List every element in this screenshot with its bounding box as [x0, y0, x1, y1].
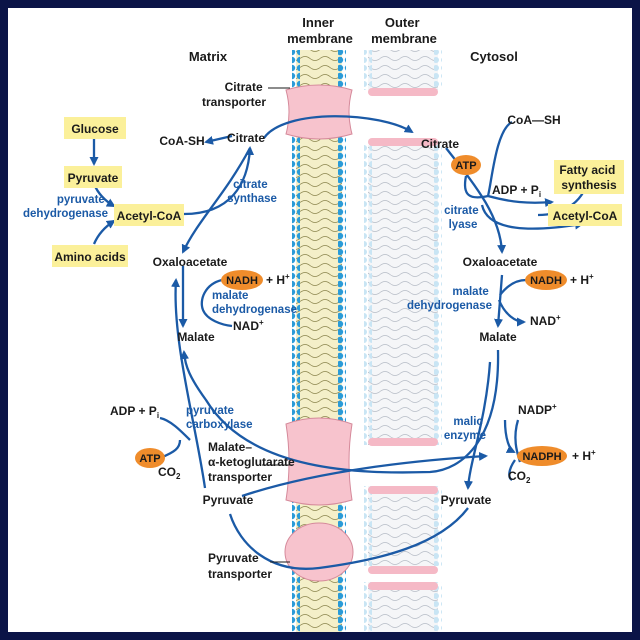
amino-acids-label: Amino acids: [54, 250, 126, 264]
nad-plus-cytosol-label: NAD+: [530, 313, 561, 328]
pyruvate-cytosol-label: Pyruvate: [441, 493, 492, 507]
adp-pi-matrix-label: ADP + Pi: [110, 404, 159, 420]
malic-enzyme-label: malic enzyme: [444, 416, 486, 442]
fatty-acid-synthesis-label: Fatty acid synthesis: [559, 163, 618, 192]
pyruvate-transporter-label: Pyruvate transporter: [208, 551, 272, 581]
acetyl-coa-matrix-box: [114, 204, 184, 226]
h-plus-nadph-label: + H+: [572, 448, 596, 463]
malate-dehydrogenase-matrix-label: malate dehydrogenase: [212, 290, 297, 316]
outer-membrane: [364, 50, 442, 632]
nadh-cytosol-label: NADH: [530, 275, 562, 287]
oxaloacetate-matrix-label: Oxaloacetate: [153, 255, 228, 269]
atp-cytosol-badge: [451, 155, 481, 175]
pyruvate-transporter-protein: [284, 522, 354, 582]
acetyl-coa-cytosol-label: Acetyl-CoA: [553, 209, 618, 223]
h-plus-cytosol-label: + H+: [570, 272, 594, 287]
oxaloacetate-cytosol-label: Oxaloacetate: [463, 255, 538, 269]
adp-pi-cytosol-label: ADP + Pi: [492, 183, 541, 199]
nadp-plus-label: NADP+: [518, 402, 557, 417]
acetyl-coa-matrix-label: Acetyl-CoA: [117, 209, 182, 223]
glucose-box: [64, 117, 126, 139]
co2-cytosol-label: CO2: [508, 469, 531, 485]
h-plus-matrix-label: + H+: [266, 272, 290, 287]
pyruvate-dehydrogenase-label: pyruvate dehydrogenase: [23, 194, 108, 220]
citrate-transporter-label: Citrate transporter: [202, 80, 266, 109]
atp-cytosol-label: ATP: [455, 160, 476, 172]
nadh-matrix-badge: [221, 270, 263, 290]
malate-dehydrogenase-cytosol-label: malate dehydrogenase: [407, 286, 492, 312]
coa-sh-cytosol-label: CoA—SH: [507, 113, 560, 127]
nad-plus-matrix-label: NAD+: [233, 318, 264, 333]
malate-cytosol-label: Malate: [479, 330, 517, 344]
matrix-label: Matrix: [189, 49, 228, 64]
amino-acids-box: [52, 245, 128, 267]
diagram-canvas: Inner membrane Outer membrane Matrix Cyt…: [8, 8, 632, 632]
pyruvate-input-box: [64, 166, 122, 188]
citrate-lyase-label: citrate lyase: [444, 205, 482, 231]
nadh-matrix-label: NADH: [226, 275, 258, 287]
citrate-matrix-label: Citrate: [227, 131, 265, 145]
atp-matrix-badge: [135, 448, 165, 468]
malate-matrix-label: Malate: [177, 330, 215, 344]
pyruvate-input-label: Pyruvate: [68, 171, 119, 185]
cytosol-label: Cytosol: [470, 49, 518, 64]
pyruvate-matrix-label: Pyruvate: [203, 493, 254, 507]
co2-matrix-label: CO2: [158, 465, 181, 481]
acetyl-coa-cytosol-box: [548, 204, 622, 226]
nadh-cytosol-badge: [525, 270, 567, 290]
pyruvate-carboxylase-label: pyruvate carboxylase: [186, 405, 253, 431]
citrate-cytosol-label: Citrate: [421, 137, 459, 151]
atp-matrix-label: ATP: [139, 453, 160, 465]
malate-ketoglutarate-transporter-label: Malate– α-ketoglutarate transporter: [208, 440, 298, 484]
arrows: [89, 115, 591, 570]
citrate-synthase-label: citrate synthase: [227, 179, 277, 205]
malate-ketoglutarate-transporter-protein: [285, 417, 353, 506]
citrate-shuttle-diagram: Inner membrane Outer membrane Matrix Cyt…: [23, 15, 624, 632]
nadph-badge: [517, 446, 567, 466]
inner-membrane-label: Inner membrane: [287, 15, 353, 46]
coa-sh-matrix-label: CoA-SH: [159, 134, 204, 148]
nadph-label: NADPH: [522, 451, 561, 463]
citrate-transporter-protein: [285, 84, 353, 140]
fatty-acid-synthesis-box: [554, 160, 624, 194]
outer-membrane-label: Outer membrane: [371, 15, 437, 46]
glucose-label: Glucose: [71, 122, 119, 136]
